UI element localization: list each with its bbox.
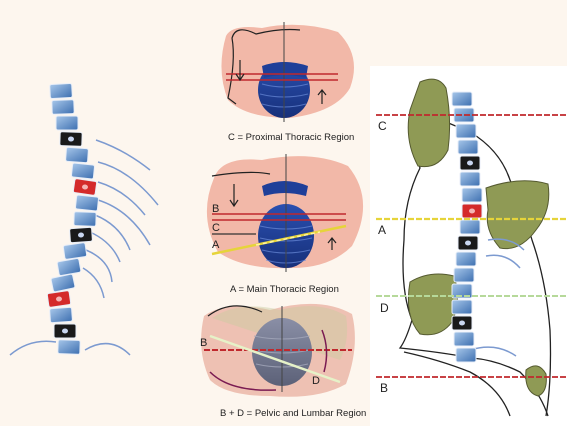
rib-line (84, 342, 131, 356)
vertebra (53, 323, 77, 339)
left-spine (9, 83, 159, 356)
vertebra (453, 267, 475, 283)
body-outline (403, 351, 511, 417)
posture-outline (207, 305, 263, 317)
vertebra (457, 139, 479, 155)
label-a: A (212, 239, 220, 251)
posture-outline (321, 329, 328, 373)
caption-pelvic: B + D = Pelvic and Lumbar Region (220, 408, 366, 419)
vertebra (51, 99, 75, 115)
posture-outline (211, 171, 271, 177)
green-lobe (525, 365, 547, 397)
caption-proximal: C = Proximal Thoracic Region (228, 132, 354, 143)
panel-main-thoracic: B C A A = Main Thoracic Region (206, 154, 364, 295)
label-d: D (380, 301, 389, 315)
vertebra (49, 83, 73, 99)
rib-line (95, 139, 151, 171)
vertebra (69, 226, 93, 244)
vertebra (461, 203, 483, 219)
vertebra (50, 273, 76, 293)
body-outline (445, 121, 552, 417)
label-c: C (212, 222, 220, 234)
vertebra (55, 115, 79, 131)
green-lobe (485, 180, 550, 250)
vertebra (459, 171, 481, 187)
green-lobe (407, 78, 451, 168)
right-vertebrae (451, 91, 483, 363)
reference-line-green (209, 334, 341, 384)
panel-proximal-thoracic: C = Proximal Thoracic Region (221, 22, 354, 143)
vertebra (71, 162, 95, 180)
vertebra (459, 155, 481, 171)
vertebra (461, 187, 483, 203)
rib-line (97, 161, 159, 206)
label-b: B (380, 381, 388, 395)
label-d: D (312, 375, 320, 387)
arrow-down-icon (229, 184, 239, 208)
vertebra (451, 283, 473, 299)
label-b: B (212, 203, 219, 215)
rib-line (89, 231, 121, 263)
vertebra (451, 299, 473, 315)
reference-line-yellow-dash (255, 231, 321, 246)
label-b: B (200, 337, 207, 349)
torso-neck (262, 181, 308, 196)
vertebra (65, 146, 89, 164)
panel-right-spine: C A D B (370, 66, 567, 426)
body-outline (398, 95, 549, 417)
vertebra (46, 290, 72, 308)
posture-outline (227, 37, 237, 105)
vertebra (57, 339, 81, 355)
vertebra (455, 347, 477, 363)
vertebra (59, 131, 83, 147)
vertebra (72, 178, 98, 196)
vertebra (455, 251, 477, 267)
panel-pelvic-lumbar: B D B + D = Pelvic and Lumbar Region (200, 303, 366, 419)
arrow-down-icon (235, 60, 245, 82)
label-c: C (378, 119, 387, 133)
vertebra (459, 219, 481, 235)
label-a: A (378, 223, 386, 237)
vertebra (455, 123, 477, 139)
rib-line (94, 214, 131, 251)
rib-line (97, 181, 146, 216)
rib-line (97, 199, 151, 246)
vertebra (56, 258, 82, 276)
vertebra (457, 235, 479, 251)
rib-line (85, 249, 113, 283)
posture-outline (209, 371, 277, 391)
posture-outline (231, 28, 301, 39)
rib-line (82, 267, 105, 299)
rib-line (9, 340, 57, 356)
caption-main: A = Main Thoracic Region (230, 284, 339, 295)
left-vertebrae (46, 83, 99, 355)
vertebra (49, 306, 73, 324)
vertebra (453, 331, 475, 347)
arrow-up-icon (317, 89, 327, 104)
vertebra (451, 91, 473, 107)
vertebra (451, 315, 473, 331)
vertebra (73, 211, 97, 227)
left-ribs (9, 139, 159, 356)
arrow-up-icon (327, 237, 337, 250)
vertebra (75, 194, 99, 212)
vertebra (62, 242, 88, 260)
